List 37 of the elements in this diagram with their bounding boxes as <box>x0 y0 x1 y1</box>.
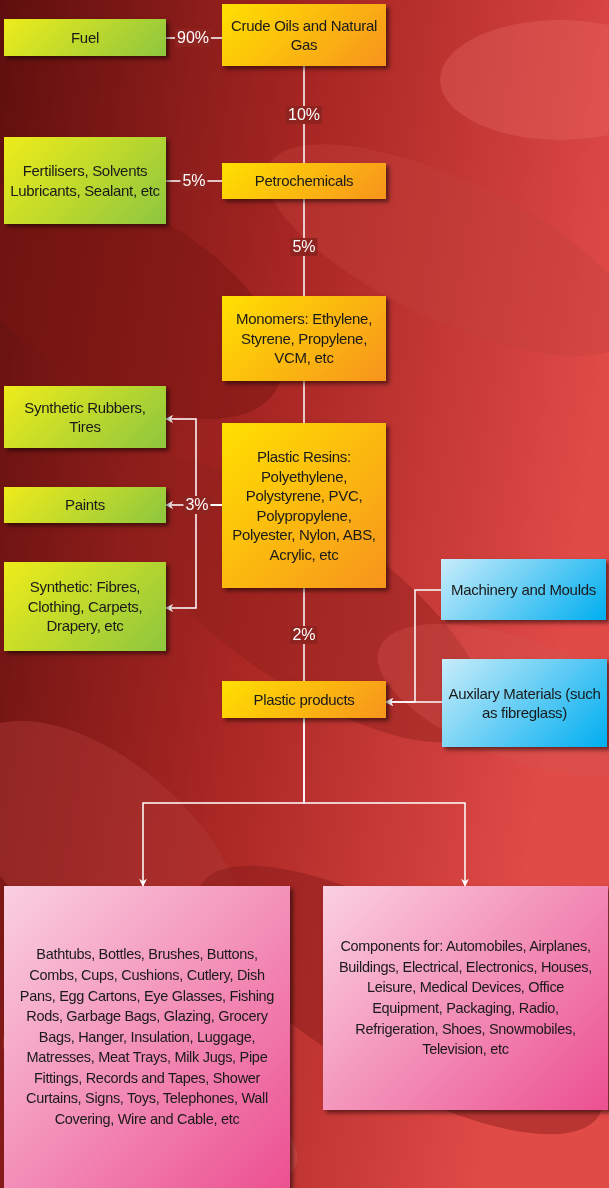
category-box <box>222 681 386 718</box>
category-box <box>222 423 386 588</box>
box-text: Crude Oils and Natural Gas <box>230 15 378 55</box>
edge-label: 5% <box>180 172 208 190</box>
category-box <box>4 487 166 523</box>
box-text: Petrochemicals <box>254 171 354 191</box>
category-box <box>4 19 166 56</box>
box-text: Monomers: Ethylene, Styrene, Propylene, VCM, etc <box>235 309 373 368</box>
box-text: Synthetic Rubbers, Tires <box>23 397 147 437</box>
category-box <box>4 886 290 1188</box>
box-text: Paints <box>65 495 105 515</box>
box-text: Machinery and Moulds <box>451 579 596 600</box>
category-box <box>222 296 386 381</box>
edge-label: 10% <box>286 106 322 124</box>
arrow <box>303 717 469 887</box>
box-text: Fuel <box>71 27 99 48</box>
box-text: Plastic products <box>253 689 355 710</box>
category-box <box>442 659 607 747</box>
category-box <box>222 163 386 199</box>
category-box <box>323 886 608 1110</box>
box-text: Bathtubs, Bottles, Brushes, Buttons, Combs, Cups, Cushions, Cutlery, Dish Pans, Egg Cartons, Eye Glasses, Fishing Rods, Garbage Bags, Glazing, Grocery Bags, Hanger, Insulation, Luggage, Matresses, Meat Trays, Milk Jugs, Pipe Fittings, Records and Tapes, Shower Curtains, Signs, Toys, Telephones, Wall Covering, Wire and Cable, etc <box>18 945 276 1129</box>
category-box <box>441 559 606 620</box>
category-box <box>222 4 386 66</box>
category-box <box>4 562 166 651</box>
edge-label: 3% <box>183 496 211 514</box>
box-text: Components for: Automobiles, Airplanes, Buildings, Electrical, Electronics, Houses, Leisure, Medical Devices, Office Equipment, Packaging, Radio, Refrigeration, Shoes, Snowmobiles, Television, etc <box>337 937 593 1060</box>
edge-label: 90% <box>175 29 211 47</box>
box-text: Plastic Resins: Polyethylene, Polystyrene, PVC, Polypropylene, Polyester, Nylon, ABS, Acrylic, etc <box>231 447 377 564</box>
edge-label: 5% <box>290 238 318 256</box>
box-text: Fertilisers, Solvents Lubricants, Sealant, etc <box>9 161 161 200</box>
connector-line <box>303 380 305 424</box>
box-text: Synthetic: Fibres, Clothing, Carpets, Drapery, etc <box>26 577 144 636</box>
category-box <box>4 137 166 224</box>
arrow <box>385 698 443 706</box>
edge-label: 2% <box>290 626 318 644</box>
box-text: Auxilary Materials (such as fibreglass) <box>447 683 602 723</box>
category-box <box>4 386 166 448</box>
